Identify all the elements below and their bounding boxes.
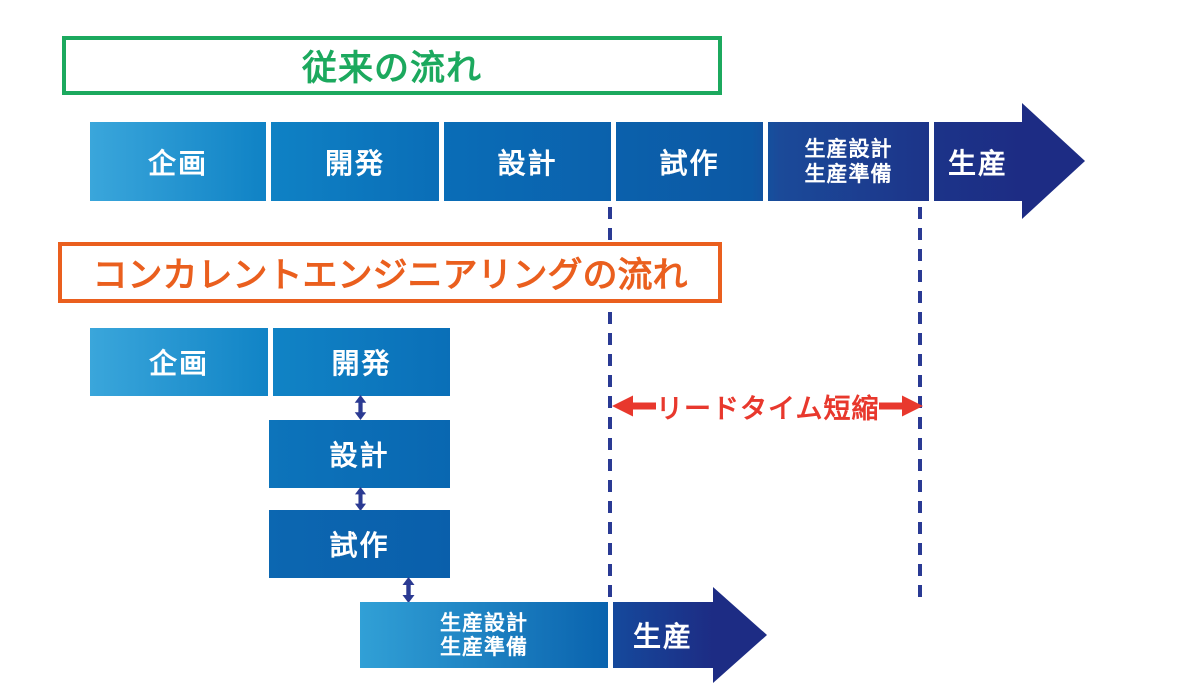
segment-divider [611, 122, 616, 201]
bidirectional-overlap-arrow-icon [354, 395, 367, 420]
stage-prod-design-traditional: 生産設計 生産準備 [768, 122, 929, 201]
traditional-flow-arrowhead [1022, 103, 1085, 219]
stage-label: 開発 [324, 146, 385, 180]
concurrent-flow-title: コンカレントエンジニアリングの流れ [92, 256, 688, 296]
stage-label: 企画 [147, 146, 208, 180]
lead-time-right-arrow-icon [879, 395, 924, 417]
stage-label-line2: 生産準備 [440, 635, 528, 659]
traditional-flow-bar: 企画 開発 設計 試作 生産設計 生産準備 生産 [90, 122, 1022, 201]
concurrent-flow-title-box: コンカレントエンジニアリングの流れ [58, 242, 722, 303]
leadtime-guide-line-left [608, 207, 612, 600]
stage-production-concurrent: 生産 [613, 602, 713, 668]
bidirectional-overlap-arrow-icon [402, 577, 415, 603]
stage-label: 生産 [632, 620, 693, 653]
stage-label: 設計 [329, 439, 390, 472]
traditional-flow-title-box: 従来の流れ [62, 36, 722, 95]
stage-prod-design-concurrent: 生産設計 生産準備 [360, 602, 608, 668]
stage-label-line2: 生産準備 [804, 161, 893, 186]
segment-divider [763, 122, 768, 201]
segment-divider [268, 328, 273, 396]
lead-time-left-arrow-icon [612, 395, 656, 417]
stage-planning-concurrent: 企画 [90, 328, 268, 396]
stage-design-traditional: 設計 [444, 122, 611, 201]
concurrent-row-planning-development: 企画 開発 [90, 328, 450, 396]
stage-prototype-concurrent: 試作 [269, 510, 450, 578]
stage-label: 生産 [947, 146, 1008, 180]
stage-label: 企画 [148, 347, 209, 380]
lead-time-label: リードタイム短縮 [656, 393, 880, 425]
stage-label: 開発 [331, 347, 392, 380]
stage-label-line1: 生産設計 [804, 137, 893, 162]
stage-label: 試作 [329, 529, 390, 562]
bidirectional-overlap-arrow-icon [354, 487, 367, 511]
stage-production-traditional: 生産 [934, 122, 1022, 201]
stage-development-traditional: 開発 [271, 122, 439, 201]
concurrent-flow-arrowhead [713, 587, 767, 683]
stage-development-concurrent: 開発 [273, 328, 450, 396]
stage-label-line1: 生産設計 [440, 610, 528, 635]
stage-label: 試作 [659, 146, 720, 180]
stage-design-concurrent: 設計 [269, 420, 450, 488]
stage-planning-traditional: 企画 [90, 122, 266, 201]
segment-divider [266, 122, 271, 201]
stage-prototype-traditional: 試作 [616, 122, 763, 201]
stage-label: 設計 [497, 146, 558, 180]
lead-time-annotation: リードタイム短縮 [612, 391, 924, 425]
traditional-flow-title: 従来の流れ [301, 49, 482, 89]
leadtime-guide-line-right [918, 207, 922, 600]
segment-divider [439, 122, 444, 201]
segment-divider [929, 122, 934, 201]
